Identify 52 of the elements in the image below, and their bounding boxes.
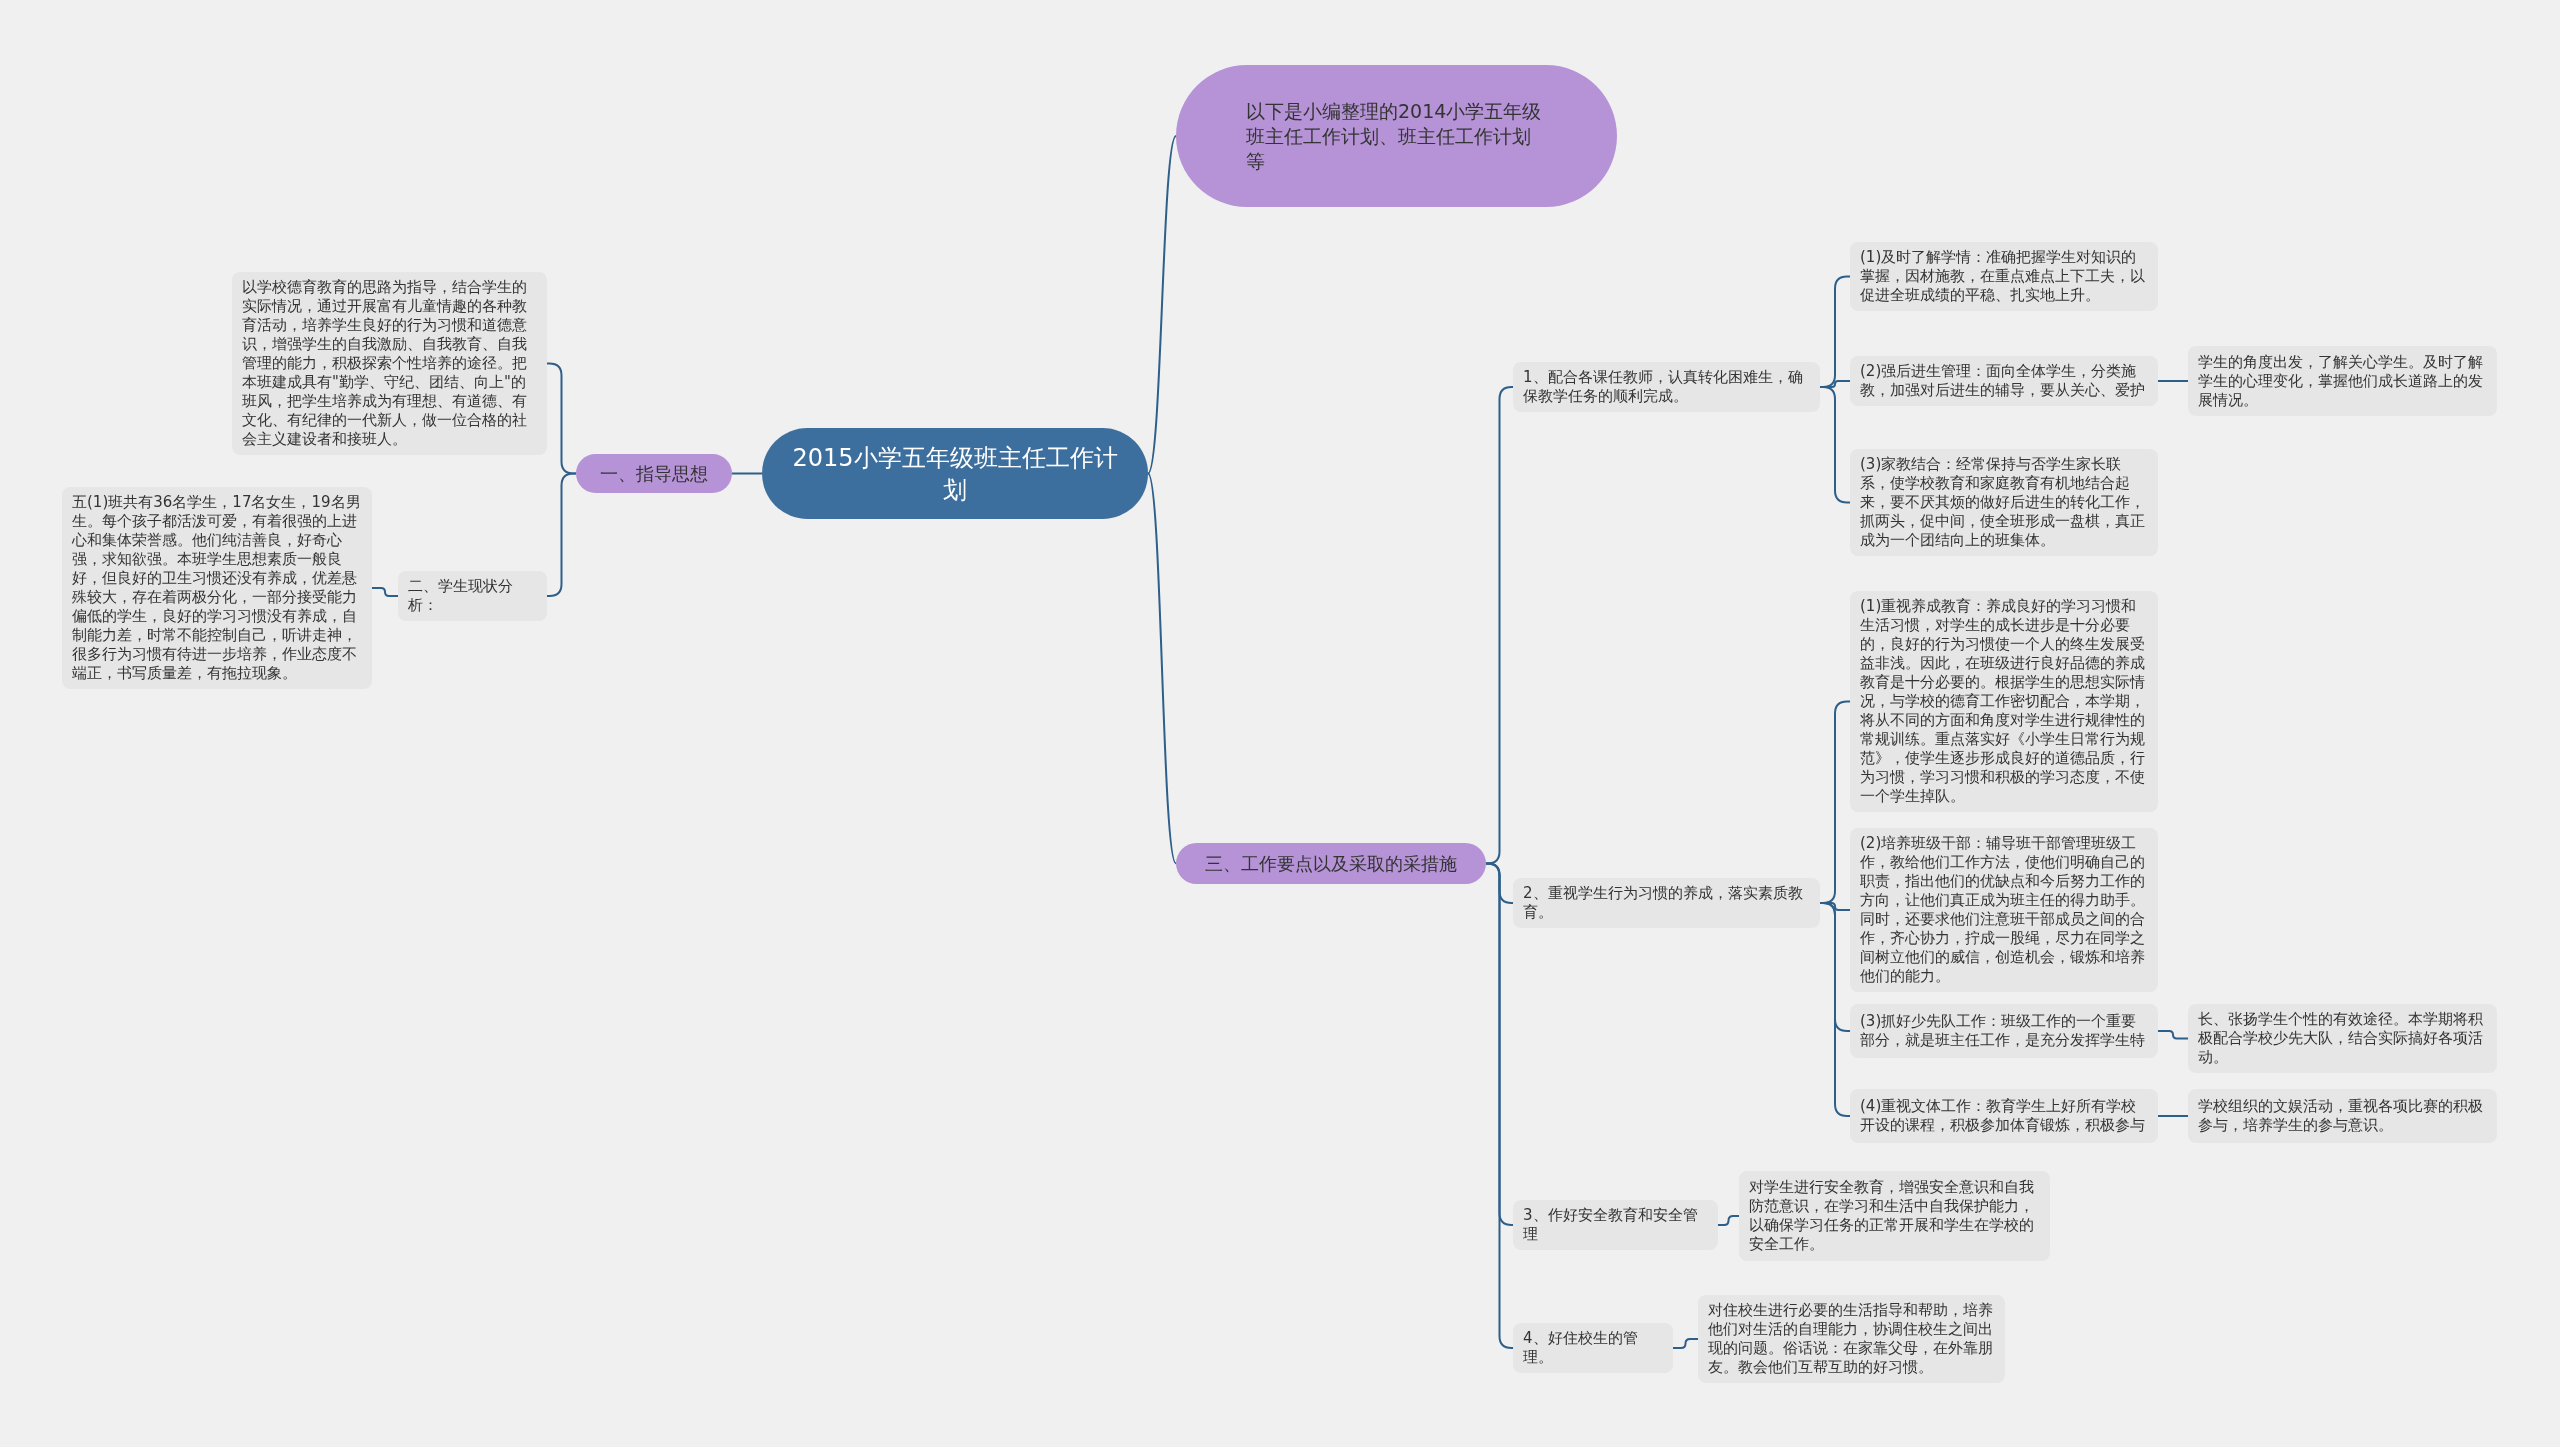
subtopic-box (1850, 356, 2158, 406)
subtopic-text: (1)及时了解学情：准确把握学生对知识的掌握，因材施教，在重点难点上下工夫，以促进全班成绩的平稳、扎实地上升。 (1860, 248, 2146, 305)
subtopic-box (1513, 362, 1820, 412)
subtopic-box (1850, 1004, 2158, 1058)
subtopic-text: 学校组织的文娱活动，重视各项比赛的积极参与，培养学生的参与意识。 (2198, 1097, 2484, 1135)
subtopic-text: 二、学生现状分析： (408, 577, 514, 615)
branch-title: 三、工作要点以及采取的采措施 (1205, 851, 1457, 876)
subtopic-text: (2)强后进生管理：面向全体学生，分类施教，加强对后进生的辅导，要从关心、爱护 (1860, 362, 2146, 400)
subtopic-text: 五(1)班共有36名学生，17名女生，19名男生。每个孩子都活泼可爱，有着很强的上进心和集体荣誉感。他们纯洁善良，好奇心强，求知欲强。本班学生思想素质一般良好，但良好的卫生习惯还没有养成，优差悬殊较大，存在着两极分化，一部分接受能力偏低的学生，良好的学习习惯没有养成，自制能力差，时常不能控制自己，听讲走神，很多行为习惯有待进一步培养，作业态度不端正，书写质量差，有拖拉现象。 (72, 493, 362, 683)
subtopic-box (398, 571, 547, 621)
connector-line (731, 472, 763, 475)
subtopic-text: 2、重视学生行为习惯的养成，落实素质教育。 (1523, 884, 1804, 922)
subtopic-text: 以学校德育教育的思路为指导，结合学生的实际情况，通过开展富有儿童情趣的各种教育活动，培养学生良好的行为习惯和道德意识，增强学生的自我激励、自我教育、自我管理的能力，积极探索个性培养的途径。把本班建成具有"勤学、守纪、团结、向上"的班风，把学生培养成为有理想、有道德、有文化、有纪律的一代新人，做一位合格的社会主义建设者和接班人。 (242, 278, 528, 449)
subtopic-box (1850, 1089, 2158, 1143)
branch-topic (576, 454, 732, 493)
subtopic-text: (1)重视养成教育：养成良好的学习习惯和生活习惯，对学生的成长进步是十分必要的，良好的行为习惯使一个人的终生发展受益非浅。因此，在班级进行良好品德的养成教育是十分必要的。根据学生的思想实际情况，与学校的德育工作密切配合，本学期，将从不同的方面和角度对学生进行规律性的常规训练。重点落实好《小学生日常行为规范》，使学生逐步形成良好的道德品质，行为习惯，学习习惯和积极的学习态度，不使一个学生掉队。 (1860, 597, 2146, 806)
subtopic-text: (3)家教结合：经常保持与否学生家长联系，使学校教育和家庭教育有机地结合起来，要不厌其烦的做好后进生的转化工作，抓两头，促中间，使全班形成一盘棋，真正成为一个团结向上的班集体。 (1860, 455, 2146, 550)
connector-line (1485, 862, 1514, 1349)
subtopic-text: 学生的角度出发，了解关心学生。及时了解学生的心理变化，掌握他们成长道路上的发展情况。 (2198, 352, 2484, 410)
subtopic-text: 长、张扬学生个性的有效途径。本学期将积极配合学校少先大队，结合实际搞好各项活动。 (2198, 1010, 2484, 1067)
subtopic-box (2188, 346, 2497, 416)
subtopic-box (1513, 1200, 1718, 1250)
subtopic-text: 对学生进行安全教育，增强安全意识和自我防范意识，在学习和生活中自我保护能力，以确保学习任务的正常开展和学生在学校的安全工作。 (1749, 1178, 2035, 1254)
connector-line (2157, 1030, 2189, 1040)
subtopic-text: (4)重视文体工作：教育学生上好所有学校开设的课程，积极参加体育锻炼，积极参与 (1860, 1097, 2146, 1135)
branch-topic (1176, 843, 1486, 884)
subtopic-box (1850, 449, 2158, 556)
connector-line (1717, 1215, 1740, 1226)
connector-line (1147, 135, 1177, 475)
note-text: 以下是小编整理的2014小学五年级班主任工作计划、班主任工作计划等 (1246, 98, 1543, 174)
subtopic-box (232, 272, 547, 455)
connector-line (2157, 1115, 2189, 1117)
subtopic-box (2188, 1004, 2497, 1073)
branch-title: 一、指导思想 (600, 461, 708, 486)
connector-line (1147, 472, 1177, 865)
connector-line (371, 587, 399, 597)
subtopic-box (1513, 1323, 1673, 1373)
connector-line (1672, 1338, 1699, 1349)
subtopic-box (1513, 878, 1820, 928)
subtopic-text: 4、好住校生的管理。 (1523, 1329, 1639, 1367)
subtopic-text: (2)培养班级干部：辅导班干部管理班级工作，教给他们工作方法，使他们明确自己的职责，指出他们的优缺点和今后努力工作的方向，让他们真正成为班主任的得力助手。同时，还要求他们注意班干部成员之间的合作，齐心协力，拧成一股绳，尽力在同学之间树立他们的威信，创造机会，锻炼和培养他们的能力。 (1860, 834, 2146, 986)
connector-line (1485, 386, 1514, 865)
subtopic-box (1739, 1171, 2050, 1261)
subtopic-text: 对住校生进行必要的生活指导和帮助，培养他们对生活的自理能力，协调住校生之间出现的问题。俗话说：在家靠父母，在外靠朋友。教会他们互帮互助的好习惯。 (1708, 1301, 1994, 1377)
subtopic-box (1850, 242, 2158, 311)
subtopic-box (2188, 1089, 2497, 1143)
subtopic-text: 1、配合各课任教师，认真转化困难生，确保教学任务的顺利完成。 (1523, 368, 1804, 406)
subtopic-text: 3、作好安全教育和安全管理 (1523, 1206, 1699, 1244)
connector-line (2157, 380, 2189, 382)
subtopic-text: (3)抓好少先队工作：班级工作的一个重要部分，就是班主任工作，是充分发挥学生特 (1860, 1012, 2146, 1050)
topic-title: 2015小学五年级班主任工作计划 (791, 442, 1119, 506)
subtopic-box (1698, 1295, 2005, 1383)
